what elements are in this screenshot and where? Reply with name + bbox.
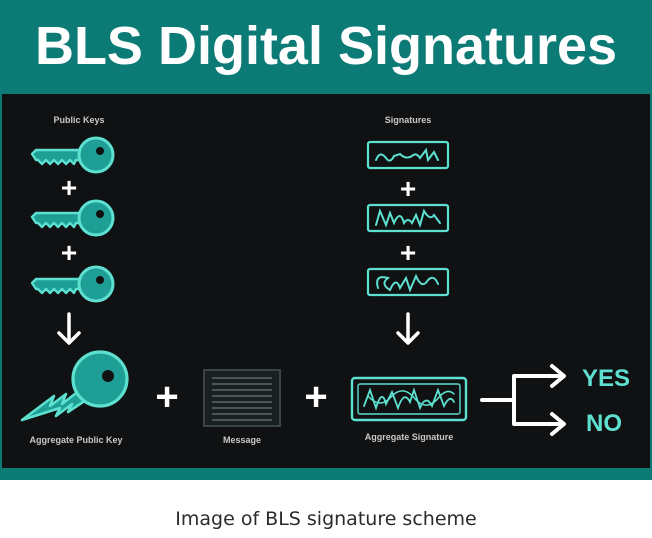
page-title: BLS Digital Signatures	[34, 16, 618, 76]
key-icon	[30, 199, 115, 237]
aggregate-key-icon	[20, 350, 129, 422]
plus-sign: +	[400, 237, 416, 268]
key-icon	[30, 265, 115, 303]
plus-sign: +	[304, 375, 327, 419]
signature-icon	[366, 203, 450, 233]
key-icon	[30, 136, 115, 174]
branch-arrow-icon	[480, 364, 566, 436]
yes-label: YES	[582, 365, 630, 392]
plus-sign: +	[61, 172, 77, 203]
no-label: NO	[586, 410, 622, 437]
plus-sign: +	[61, 237, 77, 268]
plus-sign: +	[155, 375, 178, 419]
public-keys-label: Public Keys	[53, 115, 104, 125]
aggregate-signature-icon	[350, 376, 468, 422]
aggregate-signature-label: Aggregate Signature	[365, 432, 454, 442]
message-label: Message	[223, 435, 261, 445]
plus-sign: +	[400, 173, 416, 204]
down-arrow-icon	[396, 312, 420, 345]
diagram-canvas: Public Keys Signatures + + + +	[20, 115, 630, 445]
aggregate-public-key-label: Aggregate Public Key	[29, 435, 122, 445]
signature-icon	[366, 267, 450, 297]
signature-icon	[366, 140, 450, 170]
down-arrow-icon	[57, 312, 81, 345]
diagram-panel: Public Keys Signatures + + + +	[2, 94, 650, 468]
message-icon	[203, 369, 281, 427]
signatures-label: Signatures	[385, 115, 432, 125]
image-caption: Image of BLS signature scheme	[175, 508, 477, 530]
